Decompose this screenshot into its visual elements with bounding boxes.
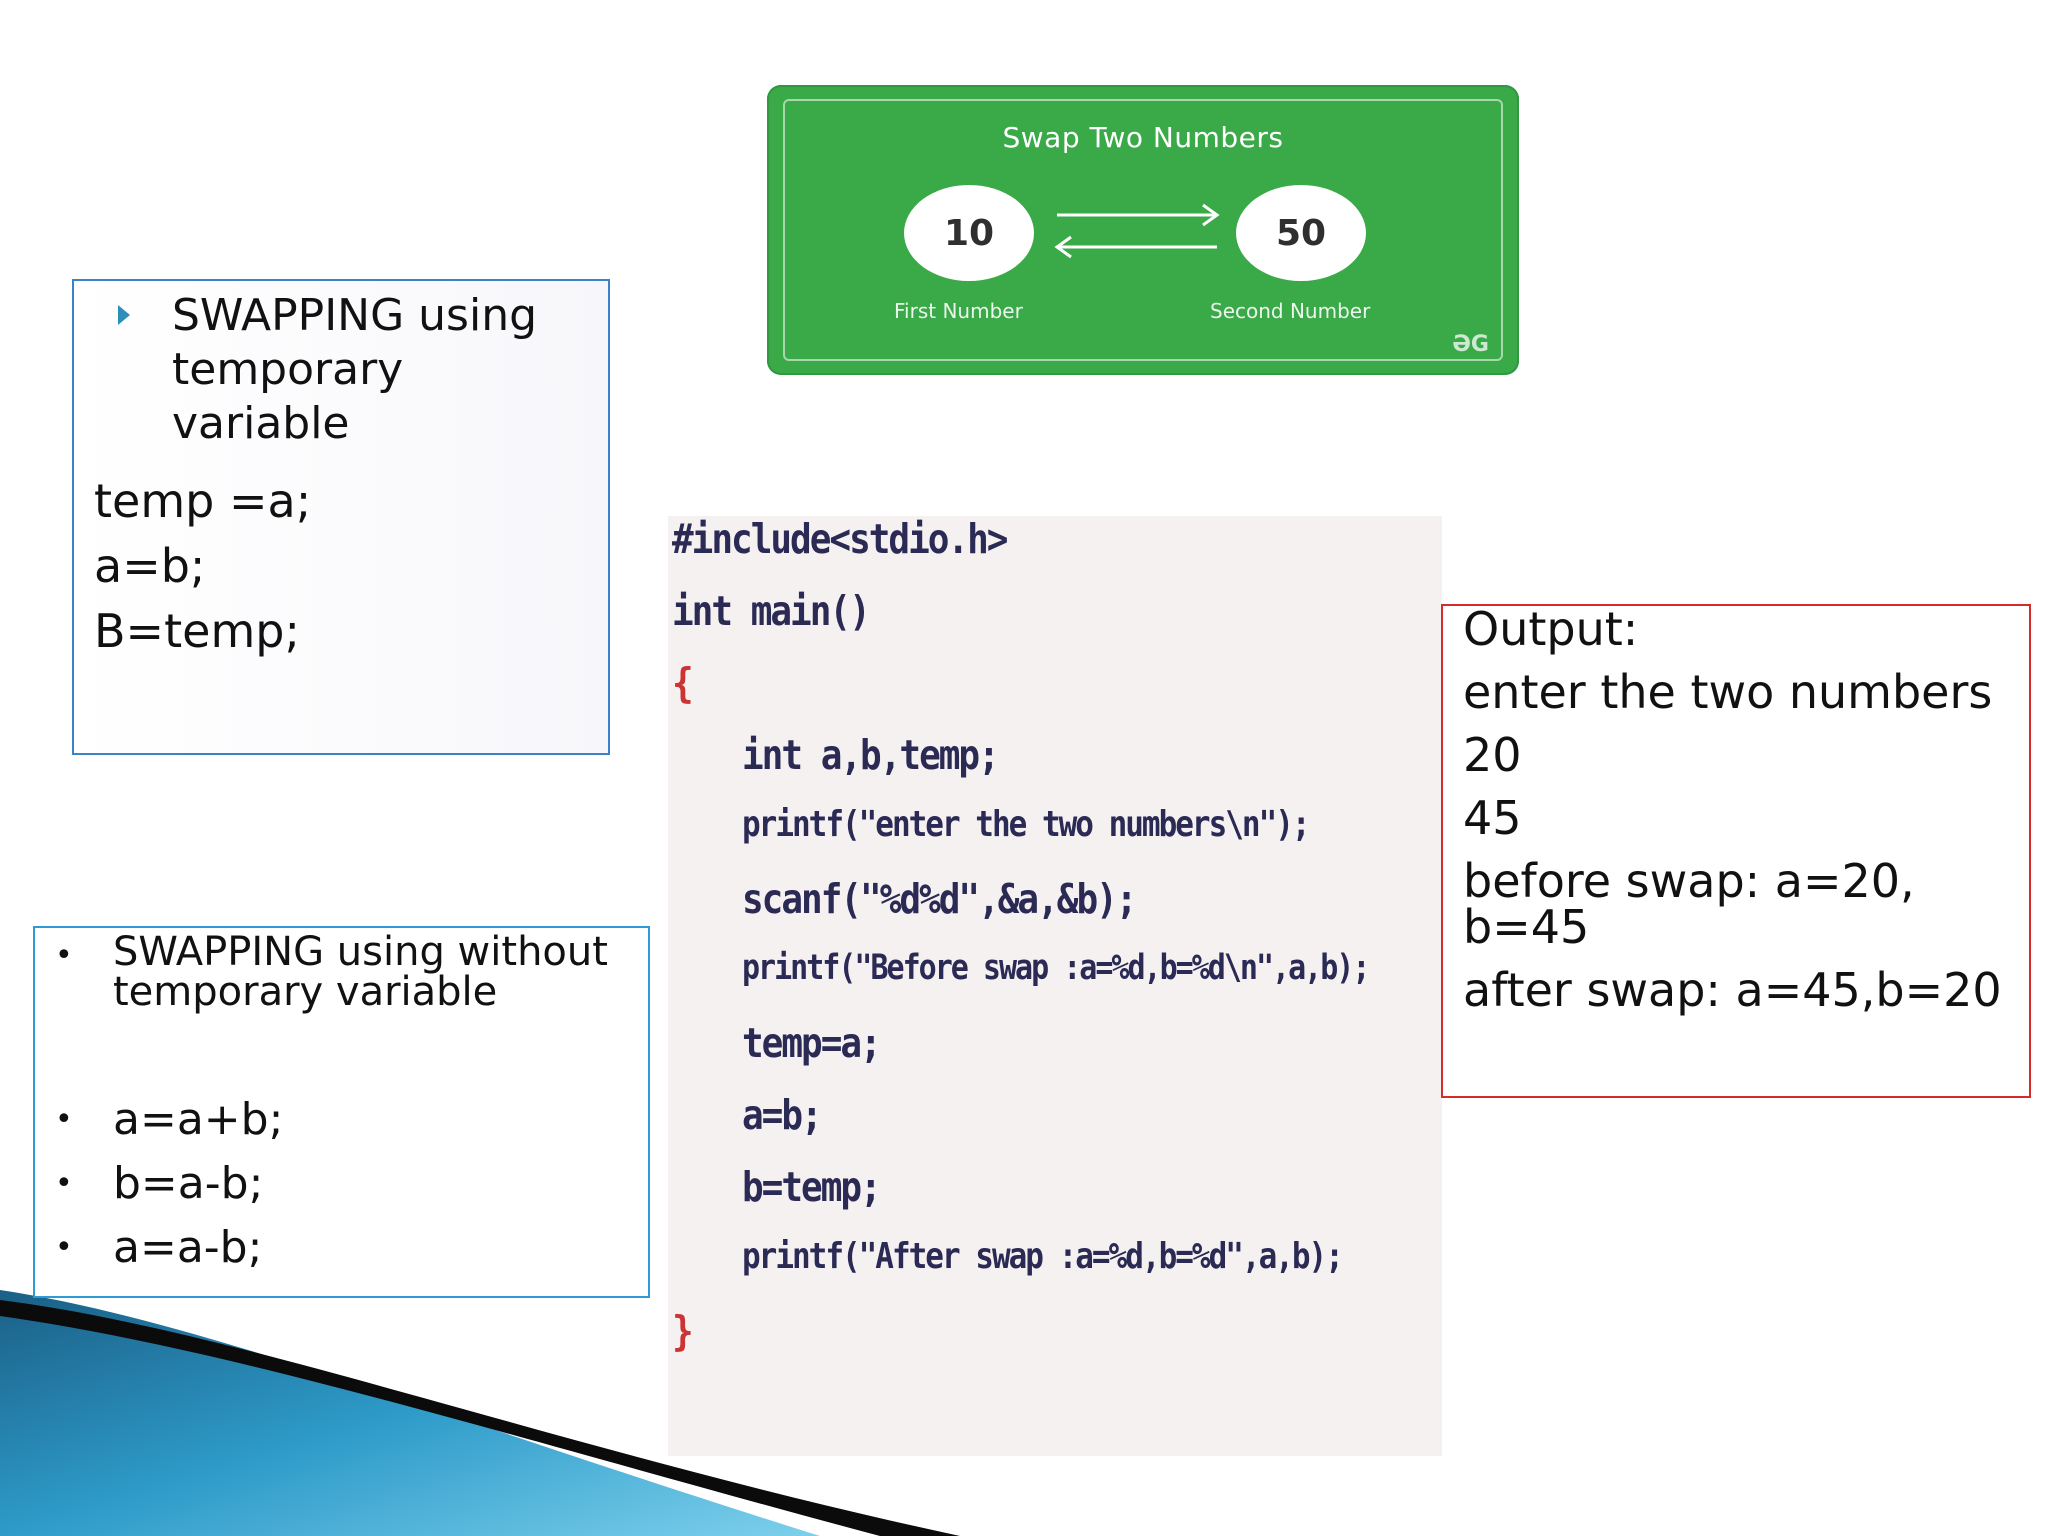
temp-code-line: B=temp; [94,604,300,658]
corner-swoosh-decoration [0,1290,960,1536]
second-number-caption: Second Number [1210,299,1371,323]
output-line: before swap: a=20, b=45 [1463,854,1915,954]
temp-variable-heading-row: SWAPPING using temporary variable [118,289,592,451]
code-line: { [672,660,694,708]
code-line: a=b; [742,1092,823,1140]
c-code-panel: #include<stdio.h> int main() { int a,b,t… [668,516,1442,1456]
temp-variable-heading: SWAPPING using temporary variable [172,290,538,449]
list-item: • a=a-b; [55,1216,283,1280]
code-line: printf("enter the two numbers\n"); [742,804,1311,846]
output-box: Output: enter the two numbers 20 45 befo… [1441,604,2031,1098]
list-item-text: a=a+b; [113,1094,284,1145]
code-line: int a,b,temp; [742,732,1000,780]
output-lines: Output: enter the two numbers 20 45 befo… [1463,606,2023,1030]
list-item-text: a=a-b; [113,1222,263,1273]
output-line: enter the two numbers [1463,665,1993,719]
no-temp-heading: SWAPPING using without temporary variabl… [113,929,608,1015]
bullet-dot-icon: • [55,1166,73,1201]
no-temp-heading-row: • SWAPPING using without temporary varia… [55,932,653,1012]
output-line: after swap: a=45,b=20 [1463,963,2002,1017]
code-line: int main() [672,588,871,636]
output-label: Output: [1463,602,1639,656]
temp-variable-box: SWAPPING using temporary variable temp =… [72,279,610,755]
bullet-dot-icon: • [55,1102,73,1137]
code-line: #include<stdio.h> [672,516,1008,564]
temp-code-line: a=b; [94,539,206,593]
swap-graphic-frame [783,99,1503,361]
temp-code-line: temp =a; [94,474,312,528]
temp-variable-code: temp =a; a=b; B=temp; [94,469,311,664]
first-number-caption: First Number [894,299,1023,323]
first-number-circle: 10 [904,185,1034,281]
bullet-dot-icon: • [55,1230,73,1265]
list-item: • b=a-b; [55,1152,283,1216]
swap-graphic-title: Swap Two Numbers [1002,121,1284,154]
second-number-circle: 50 [1236,185,1366,281]
code-line: printf("Before swap :a=%d,b=%d\n",a,b); [742,948,1370,989]
output-line: 45 [1463,791,1522,845]
swap-arrows-icon [1054,203,1220,259]
code-line: b=temp; [742,1164,882,1212]
code-line: } [672,1308,694,1356]
output-line: 20 [1463,728,1522,782]
list-item-text: b=a-b; [113,1158,264,1209]
code-line: scanf("%d%d",&a,&b); [742,876,1137,924]
no-temp-list: • a=a+b; • b=a-b; • a=a-b; [55,1088,283,1280]
code-line: temp=a; [742,1020,882,1068]
gg-logo: ƏG [1452,332,1489,357]
arrow-bullet-icon [118,305,130,325]
code-line: printf("After swap :a=%d,b=%d",a,b); [742,1236,1344,1278]
bullet-dot-icon: • [55,938,73,973]
swap-two-numbers-graphic: Swap Two Numbers 10 50 First Number Seco… [767,85,1519,375]
no-temp-variable-box: • SWAPPING using without temporary varia… [33,926,650,1298]
list-item: • a=a+b; [55,1088,283,1152]
